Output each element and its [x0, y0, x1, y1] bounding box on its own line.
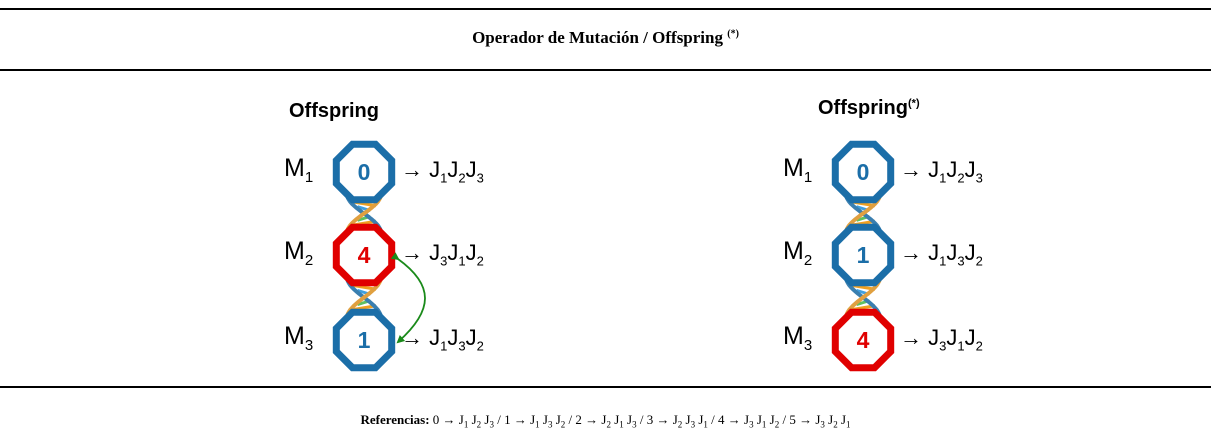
job-sequence: → J1J3J2: [401, 325, 484, 354]
figure-title-text: Operador de Mutación / Offspring: [472, 28, 723, 47]
gene-octagon-0-m2: 4: [332, 223, 396, 287]
gene-value: 1: [857, 242, 870, 268]
swap-arrow: [390, 252, 426, 344]
panel-right-title: Offspring(*): [818, 97, 920, 120]
reference-item: / 2 → J2 J1 J3: [565, 412, 637, 430]
panel-right-title-mark: (*): [908, 97, 920, 110]
gene-value: 0: [857, 159, 870, 185]
machine-label: M1: [783, 154, 813, 186]
job-sequence: → J1J3J2: [900, 240, 983, 269]
machine-label: M2: [783, 237, 813, 269]
job-sequence: → J1J2J3: [401, 157, 484, 186]
gene-octagon-0-m1: 0: [332, 140, 396, 204]
figure-title: Operador de Mutación / Offspring (*): [0, 28, 1211, 48]
references-label: Referencias:: [360, 412, 430, 427]
reference-item: / 5 → J3 J2 J1: [779, 412, 851, 430]
panel-left-title: Offspring: [289, 100, 379, 123]
machine-label: M2: [284, 237, 314, 269]
gene-octagon-1-m1: 0: [831, 140, 895, 204]
gene-value: 4: [358, 242, 371, 268]
gene-octagon-0-m3: 1: [332, 308, 396, 372]
gene-value: 4: [857, 327, 870, 353]
gene-octagon-1-m3: 4: [831, 308, 895, 372]
reference-item: / 4 → J3 J1 J2: [707, 412, 780, 430]
panel-left-title-text: Offspring: [289, 100, 379, 122]
reference-item: 0 → J1 J2 J3: [429, 412, 494, 430]
job-sequence: → J3J1J2: [401, 240, 484, 269]
reference-item: / 1 → J1 J3 J2: [493, 412, 566, 430]
figure-title-mark: (*): [727, 28, 739, 40]
gene-value: 1: [358, 327, 371, 353]
job-sequence: → J1J2J3: [900, 157, 983, 186]
bottom-rule: [0, 386, 1211, 388]
gene-value: 0: [358, 159, 371, 185]
machine-label: M3: [284, 322, 314, 354]
reference-item: / 3 → J2 J3 J1: [636, 412, 708, 430]
machine-label: M1: [284, 154, 314, 186]
job-sequence: → J3J1J2: [900, 325, 983, 354]
header-rule: [0, 69, 1211, 71]
machine-label: M3: [783, 322, 813, 354]
gene-octagon-1-m2: 1: [831, 223, 895, 287]
panel-right-title-text: Offspring: [818, 97, 908, 119]
references-legend: Referencias: 0 → J1 J2 J3 / 1 → J1 J3 J2…: [0, 412, 1211, 430]
top-rule: [0, 8, 1211, 10]
